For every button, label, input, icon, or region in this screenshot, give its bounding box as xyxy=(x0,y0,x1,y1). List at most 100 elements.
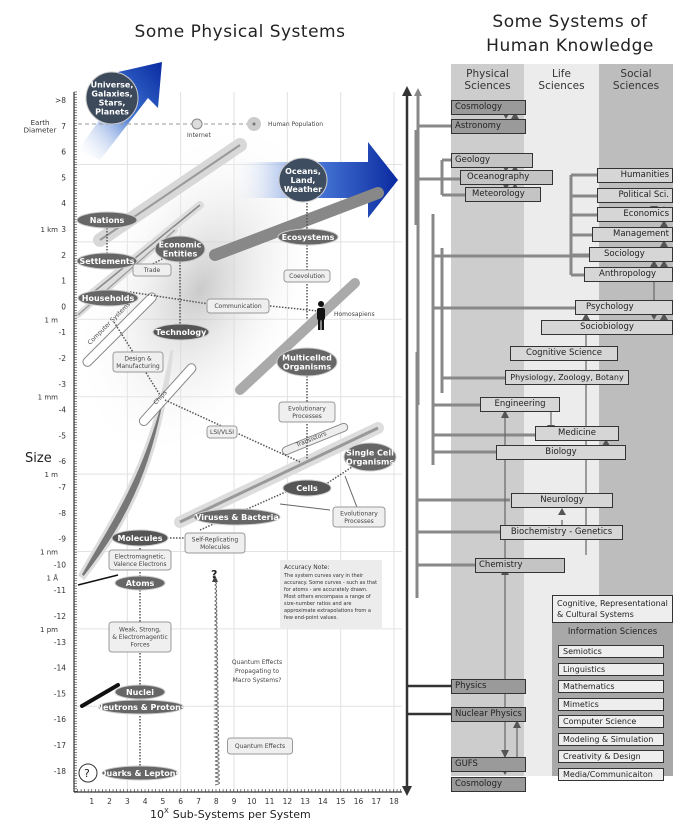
accuracy-note-title: Accuracy Note: xyxy=(284,564,330,571)
discipline-psychology[interactable]: Psychology xyxy=(575,300,673,315)
system-oval-quarks[interactable]: Quarks & Leptons xyxy=(100,765,181,781)
y-tick-label: 2 xyxy=(61,251,66,260)
discipline-engineering[interactable]: Engineering xyxy=(480,397,560,412)
process-box-design[interactable]: Design &Manufacturing xyxy=(112,351,164,373)
cultural-systems-box[interactable]: Cognitive, Representational & Cultural S… xyxy=(552,595,673,623)
system-oval-atoms[interactable]: Atoms xyxy=(114,575,166,591)
y-unit-mark: Earth xyxy=(31,119,50,127)
y-tick-label: 4 xyxy=(61,199,66,208)
discipline-sociobiology[interactable]: Sociobiology xyxy=(541,320,673,335)
process-box-lsivlsi[interactable]: LSI/VLSI xyxy=(206,425,238,439)
discipline-nuclear-physics[interactable]: Nuclear Physics xyxy=(451,707,526,722)
x-tick-label: 16 xyxy=(354,797,364,806)
process-box-quantum[interactable]: Quantum Effects xyxy=(227,737,293,755)
box-label: Electromagnetic, xyxy=(115,553,166,560)
discipline-biochemistry-genetics[interactable]: Biochemistry - Genetics xyxy=(500,525,623,540)
accuracy-note-line: Most others encompass a range of xyxy=(284,594,371,600)
info-science-item[interactable]: Mathematics xyxy=(558,680,664,693)
y-unit-mark: 1 m xyxy=(45,316,59,324)
oval-label: Molecules xyxy=(118,534,163,543)
y-tick-label: -10 xyxy=(54,560,66,569)
discipline-medicine[interactable]: Medicine xyxy=(535,426,619,441)
system-oval-nations[interactable]: Nations xyxy=(76,211,138,229)
box-label: & Electromagentic xyxy=(112,634,168,641)
system-oval-ecosystems[interactable]: Ecosystems xyxy=(277,228,339,246)
system-oval-neutrons[interactable]: Neutrons & Protons xyxy=(96,699,186,715)
info-science-item[interactable]: Creativity & Design xyxy=(558,750,664,763)
x-tick-label: 14 xyxy=(318,797,328,806)
discipline-meteorology[interactable]: Meteorology xyxy=(465,187,541,202)
system-oval-oceans[interactable]: Oceans,Land,Weather xyxy=(278,157,328,203)
system-oval-settlements[interactable]: Settlements xyxy=(76,252,138,270)
discipline-political-science[interactable]: Political Sci. xyxy=(597,188,673,203)
y-tick-label: -15 xyxy=(54,689,66,698)
discipline-management[interactable]: Management xyxy=(592,227,673,242)
discipline-geology[interactable]: Geology xyxy=(451,153,533,168)
discipline-physics[interactable]: Physics xyxy=(451,679,526,694)
discipline-cosmology-top[interactable]: Cosmology xyxy=(451,100,526,115)
y-tick-label: -11 xyxy=(54,586,66,595)
x-tick-label: 7 xyxy=(196,797,201,806)
curve-ecosystems xyxy=(209,187,384,261)
discipline-cognitive-science[interactable]: Cognitive Science xyxy=(510,346,618,361)
discipline-physiology[interactable]: Physiology, Zoology, Botany xyxy=(505,370,629,385)
system-oval-molecules[interactable]: Molecules xyxy=(111,529,169,547)
process-box-em[interactable]: Electromagnetic,Valence Electrons xyxy=(108,549,172,571)
system-oval-technology[interactable]: Technology xyxy=(152,323,210,341)
info-science-item[interactable]: Media/Communicaiton xyxy=(558,767,664,781)
left-panel-title: Some Physical Systems xyxy=(134,22,346,42)
box-label: Quantum Effects xyxy=(235,743,285,750)
oval-label: Neutrons & Protons xyxy=(96,703,185,712)
discipline-oceanography[interactable]: Oceanography xyxy=(460,170,553,185)
system-oval-nuclei[interactable]: Nuclei xyxy=(114,684,166,700)
y-tick-label: -18 xyxy=(54,767,66,776)
x-tick-label: 17 xyxy=(371,797,381,806)
discipline-anthropology[interactable]: Anthropology xyxy=(584,267,673,282)
process-box-trade[interactable]: Trade xyxy=(132,263,172,277)
discipline-gufs[interactable]: GUFS xyxy=(451,757,526,772)
transistors-pill xyxy=(281,422,349,456)
chips-pill xyxy=(138,363,197,427)
discipline-sociology[interactable]: Sociology xyxy=(589,247,673,262)
system-oval-households[interactable]: Households xyxy=(77,289,139,307)
accuracy-note-line: size-number ratios and are xyxy=(284,601,351,607)
process-box-coevolution[interactable]: Coevolution xyxy=(283,269,331,283)
info-science-item[interactable]: Mimetics xyxy=(558,697,664,711)
y-unit-mark: 1 km xyxy=(40,226,58,234)
system-oval-viruses[interactable]: Viruses & Bacteria xyxy=(193,508,281,526)
information-sciences-title: Information Sciences xyxy=(567,627,658,637)
discipline-humanities[interactable]: Humanities xyxy=(597,168,673,183)
discipline-biology[interactable]: Biology xyxy=(496,445,626,460)
info-science-item[interactable]: Computer Science xyxy=(558,715,664,728)
curve-atoms xyxy=(77,574,119,586)
y-tick-label: -2 xyxy=(59,354,67,363)
info-science-item[interactable]: Semiotics xyxy=(558,645,664,658)
y-tick-label: -9 xyxy=(59,535,67,544)
discipline-neurology[interactable]: Neurology xyxy=(511,493,613,508)
y-tick-label: -7 xyxy=(59,483,67,492)
discipline-astronomy[interactable]: Astronomy xyxy=(451,119,526,134)
system-oval-cells[interactable]: Cells xyxy=(282,479,332,497)
process-box-communication[interactable]: Communication xyxy=(206,298,270,314)
svg-text:Propagating to: Propagating to xyxy=(235,668,279,675)
y-tick-label: 6 xyxy=(61,148,66,157)
system-oval-universe[interactable]: Universe,Galaxies,Stars,Planets xyxy=(85,71,139,125)
x-tick-label: 3 xyxy=(125,797,130,806)
info-science-item[interactable]: Modeling & Simulation xyxy=(558,732,664,746)
discipline-chemistry[interactable]: Chemistry xyxy=(475,558,565,573)
oval-label: Technology xyxy=(156,328,207,337)
discipline-cosmology-bottom[interactable]: Cosmology xyxy=(451,777,526,792)
y-tick-label: -8 xyxy=(59,509,67,518)
info-science-item[interactable]: Linguistics xyxy=(558,662,664,676)
discipline-economics[interactable]: Economics xyxy=(597,207,673,222)
